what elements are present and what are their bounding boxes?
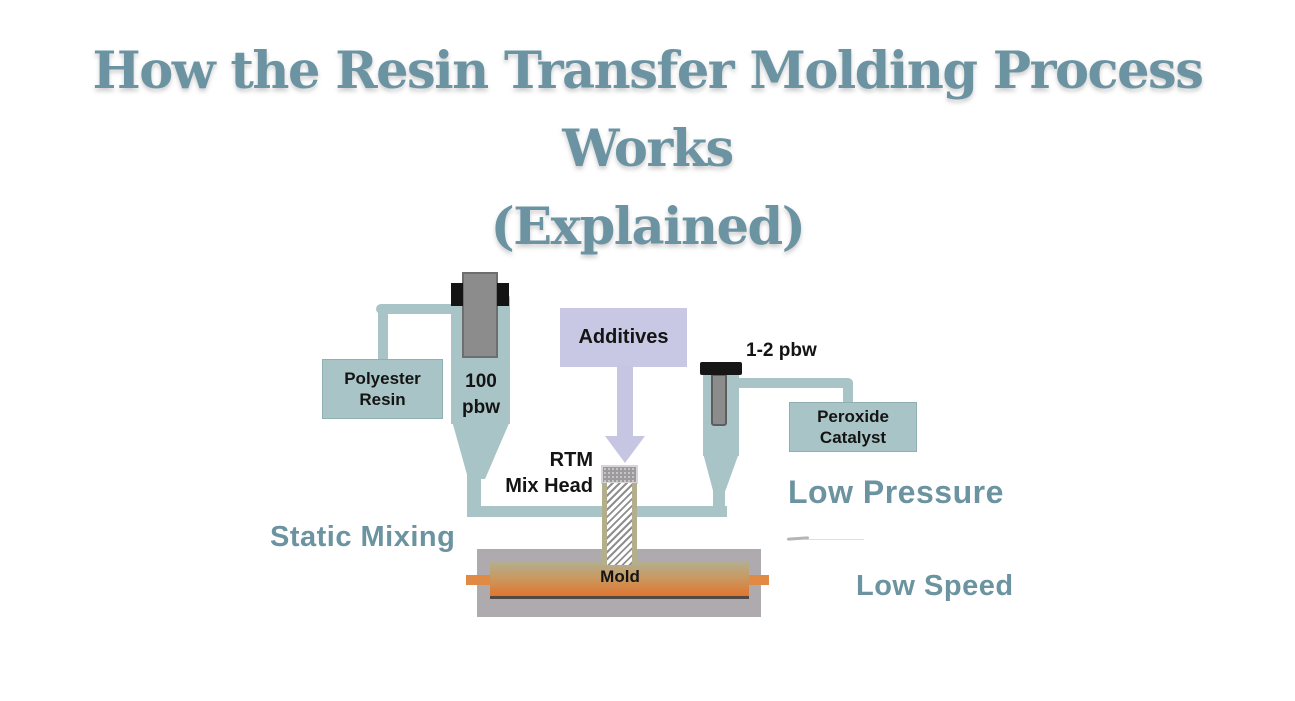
rtm-mix-head-label-line-1: RTM	[549, 449, 593, 471]
peroxide-catalyst-label: Peroxide Catalyst	[817, 406, 889, 447]
resin-pump-seal-left	[451, 283, 463, 306]
catalyst-pump-outlet	[713, 488, 725, 510]
resin-pump-seal-right	[497, 283, 509, 306]
mix-head-static-mixer	[602, 483, 637, 565]
resin-ratio-label: 100 pbw	[462, 371, 500, 418]
catalyst-pump-cap	[700, 362, 742, 375]
mold-label: Mold	[600, 567, 640, 586]
catalyst-pump-piston	[711, 374, 727, 426]
mix-head-supply-pipe	[467, 506, 727, 517]
down-arrow-icon	[605, 436, 645, 463]
page-title-line-1: How the Resin Transfer Molding Process W…	[92, 41, 1204, 179]
down-arrow-shaft	[617, 365, 633, 438]
catalyst-feed-pipe-horizontal	[738, 378, 853, 388]
polyester-resin-label: Polyester Resin	[344, 368, 421, 409]
page-title: How the Resin Transfer Molding Process W…	[0, 32, 1295, 266]
rtm-mix-head-label: RTM Mix Head	[468, 447, 593, 499]
additives-box: Additives	[560, 308, 687, 367]
resin-pump-piston	[462, 272, 498, 358]
mold-cavity-plate	[490, 562, 749, 599]
catalyst-feed-pipe-vertical	[843, 382, 853, 404]
static-mixing-caption: Static Mixing	[270, 521, 456, 553]
mold-vent-left	[466, 575, 490, 585]
page-title-line-2: (Explained)	[490, 197, 806, 257]
catalyst-pump-funnel	[703, 453, 739, 491]
low-pressure-caption: Low Pressure	[788, 474, 1004, 510]
mix-head-cap	[601, 465, 638, 484]
additives-label: Additives	[578, 326, 669, 348]
rtm-mix-head-label-line-2: Mix Head	[505, 475, 593, 497]
catalyst-ratio-label: 1-2 pbw	[746, 340, 817, 361]
smudge-artifact-trail	[806, 539, 864, 540]
resin-feed-pipe-vertical	[378, 309, 388, 361]
resin-pump-outlet	[467, 470, 481, 515]
low-speed-caption: Low Speed	[856, 570, 1014, 602]
mold-vent-right	[749, 575, 769, 585]
resin-feed-pipe-horizontal	[376, 304, 453, 314]
polyester-resin-box: Polyester Resin	[322, 359, 443, 419]
peroxide-catalyst-box: Peroxide Catalyst	[789, 402, 917, 452]
